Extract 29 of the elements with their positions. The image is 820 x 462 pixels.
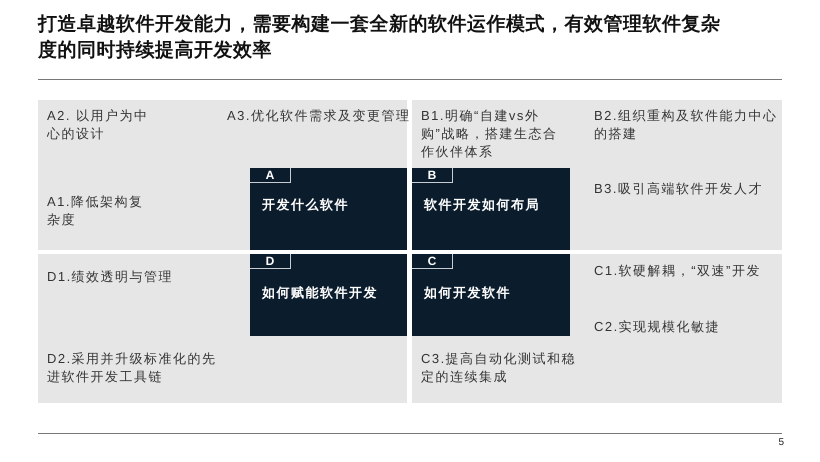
- question-text: 软件开发如何布局: [424, 196, 540, 214]
- item-text: B2.组织重构及软件能力中心的搭建: [594, 107, 779, 143]
- question-box: [250, 254, 407, 336]
- question-text: 如何赋能软件开发: [262, 284, 378, 302]
- letter-tab: D: [250, 254, 291, 269]
- question-text: 如何开发软件: [424, 284, 511, 302]
- item-text: D1.绩效透明与管理: [47, 268, 174, 286]
- letter-tab: A: [250, 168, 291, 183]
- item-text: D2.采用并升级标准化的先进软件开发工具链: [47, 350, 218, 386]
- item-text: B3.吸引高端软件开发人才: [594, 180, 764, 198]
- item-text: A1.降低架构复杂度: [47, 193, 145, 229]
- letter-tab: C: [412, 254, 453, 269]
- question-box: [412, 254, 570, 336]
- item-text: C3.提高自动化测试和稳定的连续集成: [421, 350, 578, 386]
- item-text: C1.软硬解耦，“双速”开发: [594, 262, 762, 280]
- question-box: [250, 168, 407, 250]
- quadrant-panel: [38, 100, 407, 250]
- quadrant-panel: [38, 254, 407, 403]
- item-text: A3.优化软件需求及变更管理: [227, 107, 412, 125]
- quadrant-panel: [412, 100, 782, 250]
- question-text: 开发什么软件: [262, 196, 349, 214]
- quadrant-panel: [412, 254, 782, 403]
- item-text: A2. 以用户为中心的设计: [47, 107, 150, 143]
- page-number: 5: [778, 437, 784, 448]
- letter-tab: B: [412, 168, 453, 183]
- item-text: C2.实现规模化敏捷: [594, 318, 722, 336]
- question-box: [412, 168, 570, 250]
- title: 打造卓越软件开发能力，需要构建一套全新的软件运作模式，有效管理软件复杂度的同时持续提高开发效率: [38, 12, 722, 63]
- item-text: B1.明确“自建vs外购”战略，搭建生态合作伙伴体系: [421, 107, 558, 161]
